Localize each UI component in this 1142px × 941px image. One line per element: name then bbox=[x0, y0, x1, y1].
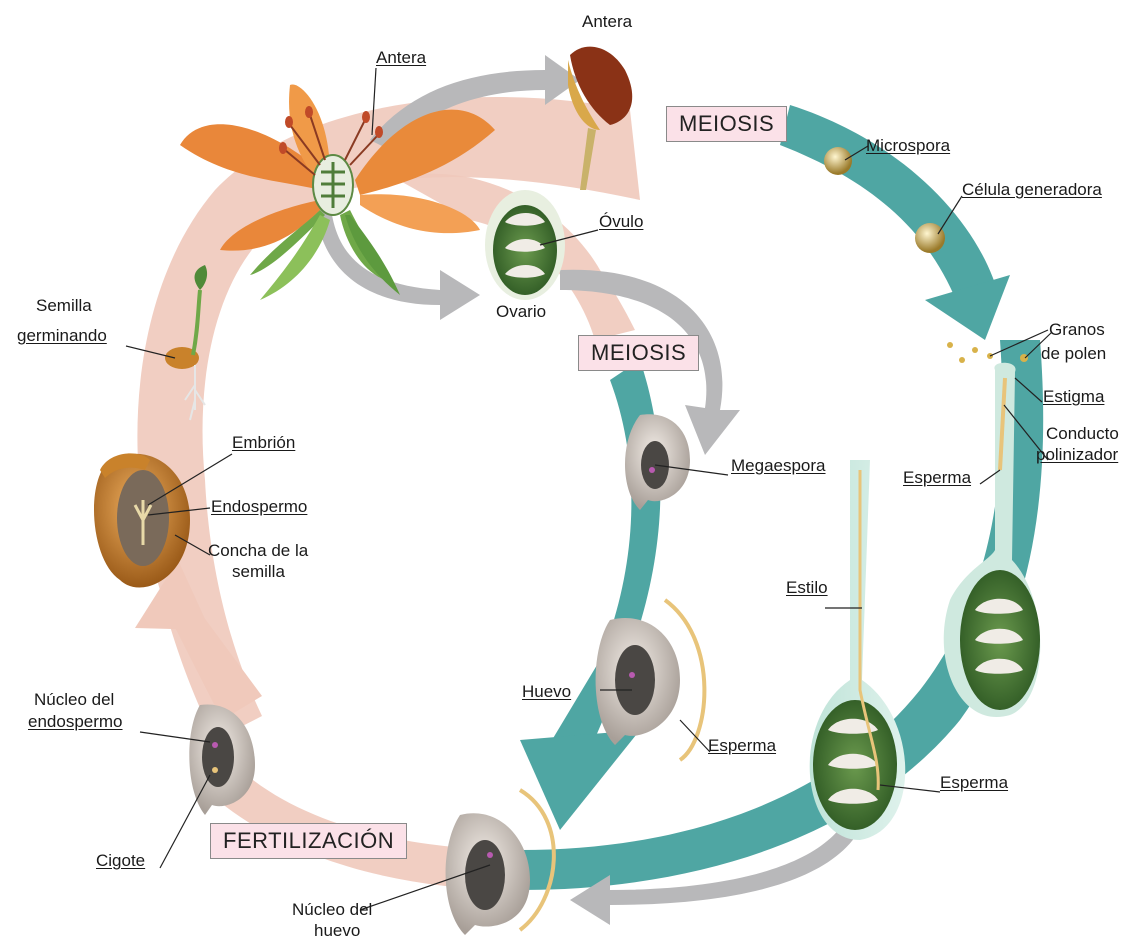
label-conducto-2: polinizador bbox=[1036, 445, 1118, 464]
label-semilla-2: germinando bbox=[17, 326, 107, 345]
fertilization-stage: FERTILIZACIÓN bbox=[210, 823, 407, 859]
ovary-illustration bbox=[485, 190, 565, 300]
label-cigote: Cigote bbox=[96, 851, 145, 870]
label-nucleo-huevo-1: Núcleo del bbox=[292, 900, 372, 919]
label-celula-generadora: Célula generadora bbox=[962, 180, 1102, 199]
label-granos-de-polen-1: Granos bbox=[1049, 320, 1105, 339]
label-microspora: Microspora bbox=[866, 136, 950, 155]
generative-cell bbox=[915, 223, 945, 253]
label-concha-1: Concha de la bbox=[208, 541, 308, 560]
egg-pod bbox=[596, 600, 705, 760]
label-esperma-bottom: Esperma bbox=[940, 773, 1008, 792]
label-antera-top: Antera bbox=[582, 12, 632, 31]
label-endospermo: Endospermo bbox=[211, 497, 307, 516]
label-nucleo-huevo-2: huevo bbox=[314, 921, 360, 940]
meiosis-stage-top: MEIOSIS bbox=[666, 106, 787, 142]
label-esperma-mid: Esperma bbox=[708, 736, 776, 755]
meiosis-stage-middle: MEIOSIS bbox=[578, 335, 699, 371]
label-megaespora: Megaespora bbox=[731, 456, 826, 475]
megaspore-pod bbox=[625, 414, 690, 510]
label-nucleo-endospermo-1: Núcleo del bbox=[34, 690, 114, 709]
label-granos-de-polen-2: de polen bbox=[1041, 344, 1106, 363]
label-semilla-1: Semilla bbox=[36, 296, 92, 315]
label-huevo: Huevo bbox=[522, 682, 571, 701]
label-esperma-right: Esperma bbox=[903, 468, 971, 487]
label-estilo: Estilo bbox=[786, 578, 828, 597]
label-estigma: Estigma bbox=[1043, 387, 1104, 406]
label-embrion: Embrión bbox=[232, 433, 295, 452]
label-ovulo: Óvulo bbox=[599, 212, 643, 231]
pistil-middle bbox=[810, 460, 906, 840]
label-ovario: Ovario bbox=[496, 302, 546, 321]
label-nucleo-endospermo-2: endospermo bbox=[28, 712, 123, 731]
label-antera-flower: Antera bbox=[376, 48, 426, 67]
label-concha-2: semilla bbox=[232, 562, 285, 581]
microspore bbox=[824, 147, 852, 175]
label-conducto-1: Conducto bbox=[1046, 424, 1119, 443]
